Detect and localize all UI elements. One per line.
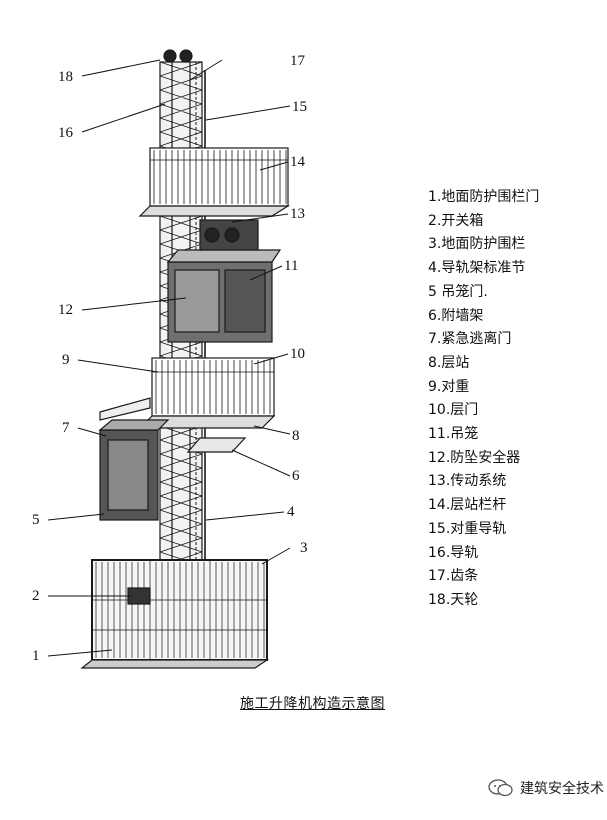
legend-item: 15.对重导轨	[428, 520, 507, 537]
legend-item: 8.层站	[428, 354, 470, 371]
legend-item: 7.紧急逃离门	[428, 331, 512, 348]
cage-upper	[166, 249, 282, 343]
leader-lines	[47, 59, 291, 657]
callout-5: 5	[32, 512, 40, 528]
callout-14: 14	[290, 154, 306, 170]
ground-enclosure	[80, 559, 269, 669]
legend-item: 13.传动系统	[428, 473, 507, 490]
legend-item: 18.天轮	[428, 591, 479, 608]
callout-4: 4	[287, 504, 295, 520]
legend-item: 1.地面防护围栏门	[428, 189, 540, 205]
callout-3: 3	[300, 540, 308, 556]
callout-8: 8	[292, 428, 300, 444]
legend-item: 9.对重	[428, 378, 470, 395]
cage-lower	[98, 397, 170, 521]
callout-2: 2	[32, 588, 40, 604]
legend-item: 5 吊笼门.	[428, 283, 488, 300]
legend-item: 11.吊笼	[428, 426, 479, 443]
legend-item: 17.齿条	[428, 568, 479, 585]
legend-item: 3.地面防护围栏	[428, 236, 526, 253]
legend-item: 6.附墙架	[428, 307, 484, 324]
callout-7: 7	[62, 420, 70, 436]
legend-item: 10.层门	[428, 402, 479, 419]
callout-6: 6	[292, 468, 300, 484]
component-legend: 1.地面防护围栏门 2.开关箱 3.地面防护围栏 4.导轨架标准节 5 吊笼门.…	[428, 186, 539, 613]
drive-system	[199, 219, 259, 251]
callout-1: 1	[32, 648, 40, 664]
callout-9: 9	[62, 352, 70, 368]
legend-item: 12.防坠安全器	[428, 449, 521, 466]
callout-12: 12	[58, 302, 73, 318]
callout-17: 17	[290, 53, 306, 69]
landing-platform-middle	[138, 357, 276, 429]
legend-item: 4.导轨架标准节	[428, 260, 526, 277]
callout-15: 15	[292, 99, 307, 115]
watermark: 建筑安全技术	[488, 778, 604, 798]
wall-tie	[186, 437, 247, 453]
callout-18: 18	[58, 69, 73, 85]
landing-platform-top	[138, 147, 291, 217]
callout-13: 13	[290, 206, 305, 222]
callout-16: 16	[58, 125, 74, 141]
diagram-caption: 施工升降机构造示意图	[240, 696, 385, 712]
legend-item: 14.层站栏杆	[428, 497, 507, 514]
wechat-logo-icon	[488, 779, 513, 797]
legend-item: 16.导轨	[428, 544, 479, 561]
callout-11: 11	[284, 258, 298, 274]
legend-item: 2.开关箱	[428, 212, 484, 229]
callout-10: 10	[290, 346, 305, 362]
watermark-text: 建筑安全技术	[520, 781, 604, 797]
sheave-group	[163, 49, 193, 63]
